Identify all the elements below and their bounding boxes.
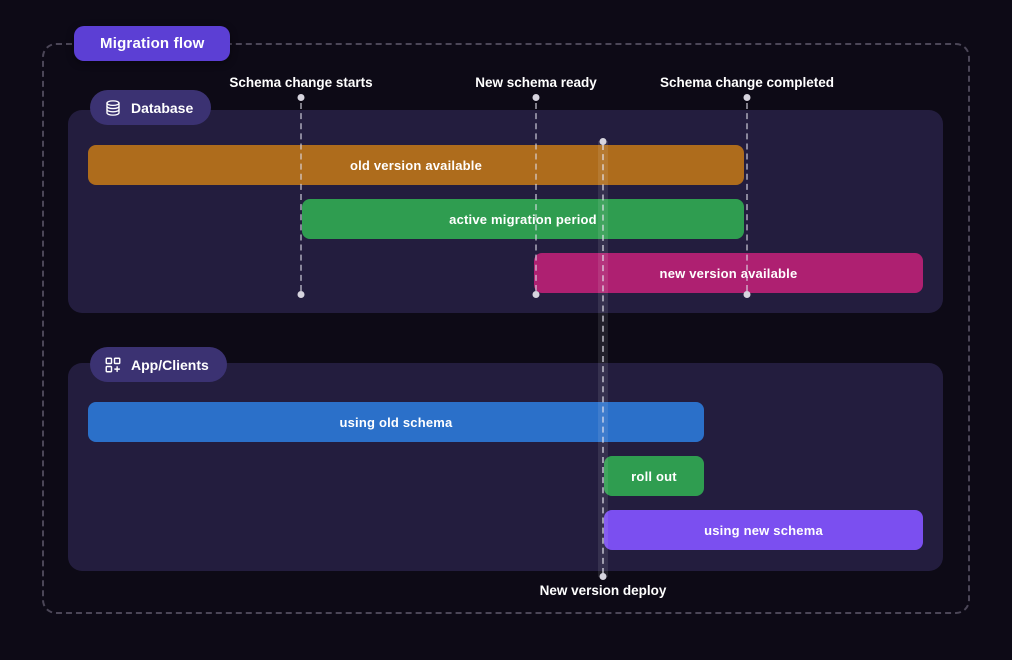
deploy-line <box>602 144 604 574</box>
bar-label: active migration period <box>449 211 597 227</box>
database-icon <box>104 99 122 117</box>
milestone-dot-top <box>297 94 305 101</box>
milestone-line-new-schema-ready <box>535 103 537 291</box>
milestone-dot-top <box>743 94 751 101</box>
bar-old-version-available: old version available <box>88 145 744 185</box>
milestone-line-schema-change-completed <box>746 103 748 291</box>
lane-badge-database: Database <box>90 90 212 125</box>
milestone-label-schema-change-starts: Schema change starts <box>229 75 373 90</box>
milestone-label-new-version-deploy: New version deploy <box>539 583 667 598</box>
diagram-title-badge: Migration flow <box>74 26 231 61</box>
bar-new-version-available: new version available <box>534 253 923 293</box>
deploy-dot-bottom <box>599 573 607 580</box>
bar-label: using new schema <box>704 522 823 538</box>
bar-using-old-schema: using old schema <box>88 402 704 442</box>
bar-label: using old schema <box>339 414 453 430</box>
lane-badge-label: App/Clients <box>131 356 209 373</box>
lane-badge-app-clients: App/Clients <box>90 347 227 382</box>
milestone-label-new-schema-ready: New schema ready <box>475 75 597 90</box>
milestone-dot-bottom <box>297 291 305 298</box>
milestone-line-schema-change-starts <box>300 103 302 291</box>
diagram-border <box>42 43 970 614</box>
apps-icon <box>104 356 122 374</box>
bar-active-migration-period: active migration period <box>302 199 744 239</box>
bar-label: old version available <box>349 157 483 173</box>
diagram-title: Migration flow <box>100 35 205 52</box>
milestone-label-schema-change-completed: Schema change completed <box>659 75 835 90</box>
milestone-dot-bottom <box>743 291 751 298</box>
bar-label: roll out <box>631 468 677 484</box>
bar-roll-out: roll out <box>604 456 704 496</box>
milestone-dot-top <box>532 94 540 101</box>
bar-using-new-schema: using new schema <box>604 510 923 550</box>
bar-label: new version available <box>659 265 798 281</box>
milestone-dot-bottom <box>532 291 540 298</box>
deploy-dot-top <box>599 138 607 145</box>
lane-badge-label: Database <box>131 99 194 116</box>
